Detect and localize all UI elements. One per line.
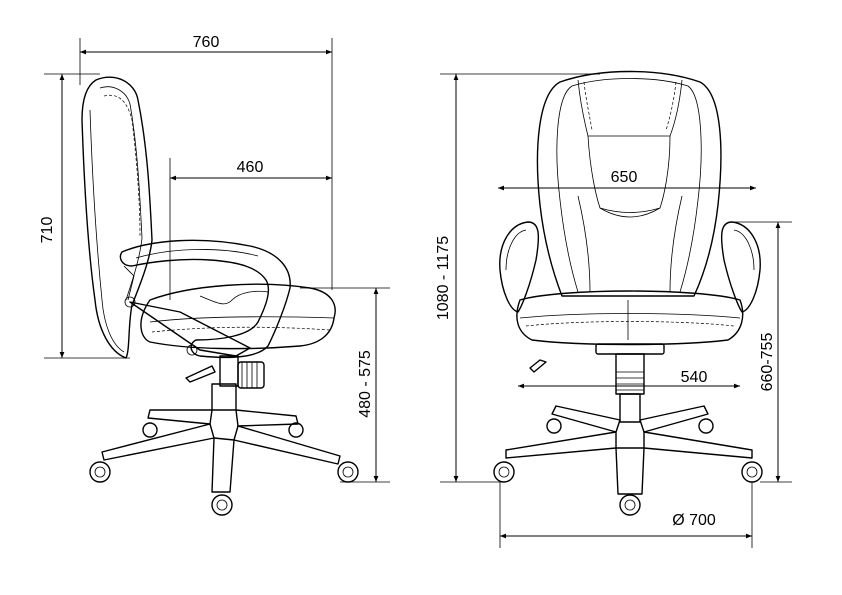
armrest-height-label: 660-755 [759,333,776,392]
base-diameter-label: Ø 700 [672,512,716,529]
side-view-chair [81,76,359,516]
seat-width-label: 540 [681,369,708,386]
seat-depth-label: 460 [237,159,264,176]
side-depth-label: 760 [193,34,220,51]
side-view-dimensions [44,38,390,483]
total-width-label: 650 [611,169,638,186]
total-height-label: 1080 - 1175 [435,236,452,320]
front-view-chair [493,70,763,516]
back-height-label: 710 [39,217,56,244]
front-view-dimensions [440,73,792,548]
seat-height-label: 480 - 575 [357,350,374,418]
